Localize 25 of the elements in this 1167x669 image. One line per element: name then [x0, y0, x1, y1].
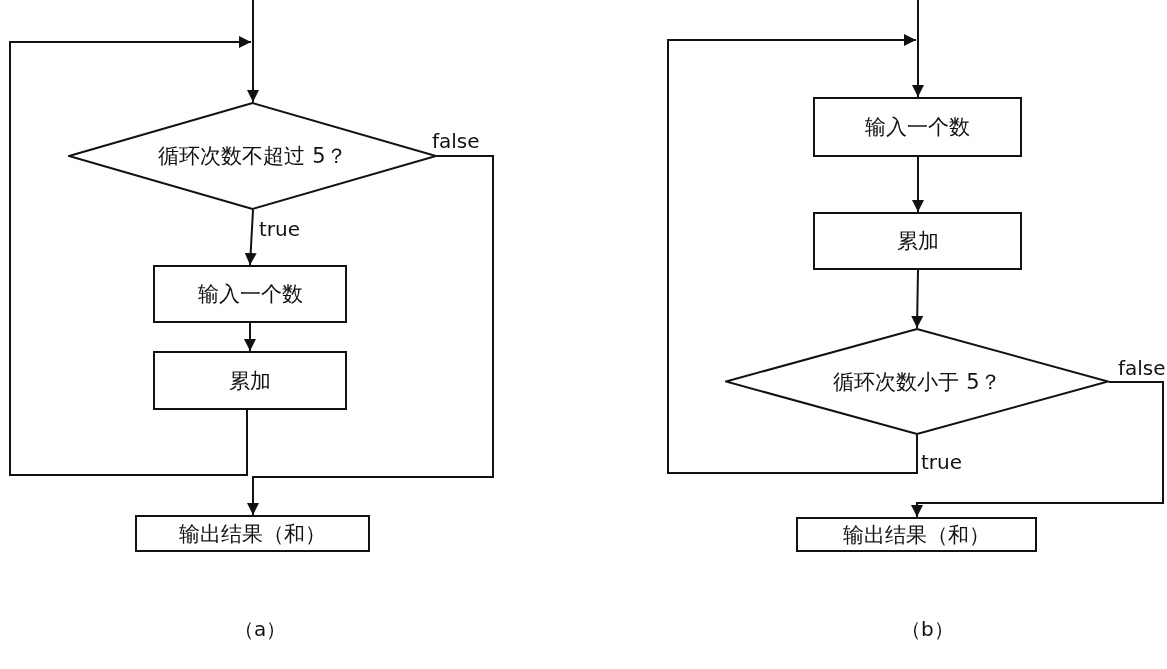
node-label: 累加	[229, 367, 271, 395]
arrow	[911, 269, 924, 329]
node-label: 输出结果（和）	[179, 520, 326, 548]
arrow	[247, 155, 494, 516]
arrow	[244, 322, 256, 352]
arrow	[247, 0, 259, 103]
arrow	[244, 209, 257, 266]
output-box	[796, 517, 1037, 552]
process-box	[153, 351, 347, 410]
process-box	[153, 265, 347, 323]
arrow	[667, 34, 918, 474]
node-label: 输出结果（和）	[843, 521, 990, 549]
arrow	[911, 381, 1164, 518]
arrow	[912, 156, 924, 213]
node-label: 循环次数小于 5？	[833, 368, 1001, 396]
decision-diamond	[725, 328, 1109, 435]
output-box	[135, 515, 370, 552]
process-box	[813, 97, 1022, 157]
arrow	[9, 36, 252, 476]
process-box	[813, 212, 1022, 270]
node-label: 循环次数不超过 5？	[158, 143, 347, 170]
arrow	[912, 0, 924, 98]
node-label: 输入一个数	[197, 281, 303, 308]
node-label: 输入一个数	[865, 114, 970, 141]
node-label: 累加	[896, 228, 939, 255]
